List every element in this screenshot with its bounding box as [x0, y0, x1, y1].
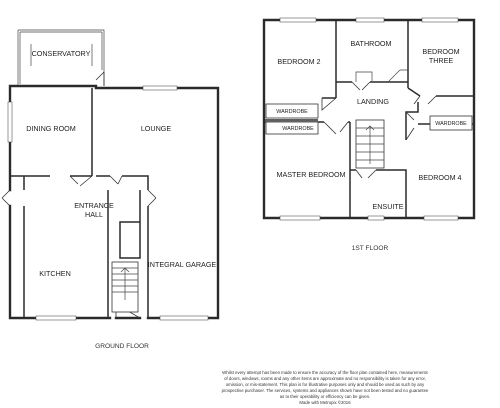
first-floor-caption: 1ST FLOOR — [352, 245, 389, 252]
bedroom2-door — [321, 97, 337, 111]
bedroom4-label: BEDROOM 4 — [418, 173, 461, 182]
disclaimer-line-3: omission, or mis-statement. This plan is… — [226, 382, 425, 387]
bathroom-fixtures — [355, 69, 408, 83]
ground-floor-internal-walls — [10, 88, 149, 318]
ensuite-door — [355, 169, 377, 179]
dining-door — [69, 175, 93, 187]
ensuite-label: ENSUITE — [372, 202, 403, 211]
master-window — [279, 215, 321, 221]
ground-floor-stairs — [111, 261, 139, 313]
conservatory-room — [17, 29, 105, 87]
lounge-window — [142, 85, 178, 91]
hall-door — [109, 175, 123, 185]
master-bedroom-label: MASTER BEDROOM — [276, 170, 345, 179]
bedroom3-door — [413, 95, 437, 105]
bedroom3-label-line2: THREE — [429, 56, 454, 65]
bedroom3-label-line1: BEDROOM — [422, 47, 459, 56]
hall-label: HALL — [85, 210, 103, 219]
first-floor-outer-wall — [262, 18, 476, 220]
bedroom4-window — [423, 215, 459, 221]
wardrobe-a-unit: WARDROBE — [265, 103, 319, 119]
disclaimer-text: Whilst every attempt has been made to en… — [222, 370, 429, 405]
lounge-label: LOUNGE — [141, 124, 172, 133]
bathroom-label: BATHROOM — [351, 39, 392, 48]
conservatory-door — [95, 71, 105, 86]
wardrobe-c-label: WARDROBE — [435, 121, 467, 127]
garage-internal-door — [147, 189, 157, 207]
first-floor-plan: WARDROBE WARDROBE WARDROBE — [262, 17, 476, 252]
bathroom-window — [355, 17, 385, 23]
bedroom3-window — [421, 17, 459, 23]
conservatory-label: CONSERVATORY — [32, 49, 91, 58]
disclaimer-line-5: as to their operability or efficiency ca… — [280, 394, 370, 399]
wardrobe-b-label: WARDROBE — [282, 126, 314, 132]
kitchen-side-door — [1, 189, 11, 207]
disclaimer-line-4: prospective purchaser. The services, sys… — [222, 388, 429, 393]
ground-floor-outer-wall — [8, 84, 220, 320]
kitchen-label: KITCHEN — [39, 269, 71, 278]
bedroom2-label: BEDROOM 2 — [277, 57, 320, 66]
disclaimer-line-1: Whilst every attempt has been made to en… — [222, 370, 428, 375]
wardrobe-a-label: WARDROBE — [276, 109, 308, 115]
dining-room-label: DINING ROOM — [26, 124, 76, 133]
garage-door — [159, 315, 209, 321]
ground-floor-caption: GROUND FLOOR — [95, 343, 149, 350]
ground-floor-plan: CONSERVATORY DINING ROOM LOUNGE ENTRANCE… — [1, 29, 220, 350]
bedroom2-window — [279, 17, 317, 23]
bedroom4-door — [405, 111, 415, 141]
first-floor-internal-walls — [264, 20, 474, 218]
ensuite-window — [367, 215, 385, 221]
kitchen-window — [35, 315, 77, 321]
integral-garage-label: INTEGRAL GARAGE — [148, 260, 217, 269]
dining-window — [7, 101, 13, 143]
bathroom-door — [351, 81, 371, 91]
master-door — [323, 121, 349, 135]
wardrobe-c-unit: WARDROBE — [429, 115, 473, 131]
disclaimer-line-6: Made with Metropix ©2016 — [299, 400, 351, 405]
disclaimer-line-2: of doors, windows, rooms and any other i… — [224, 376, 426, 381]
landing-label: LANDING — [357, 97, 389, 106]
first-floor-stairs — [355, 119, 385, 169]
entrance-label: ENTRANCE — [74, 201, 114, 210]
wardrobe-b-unit: WARDROBE — [265, 121, 319, 135]
